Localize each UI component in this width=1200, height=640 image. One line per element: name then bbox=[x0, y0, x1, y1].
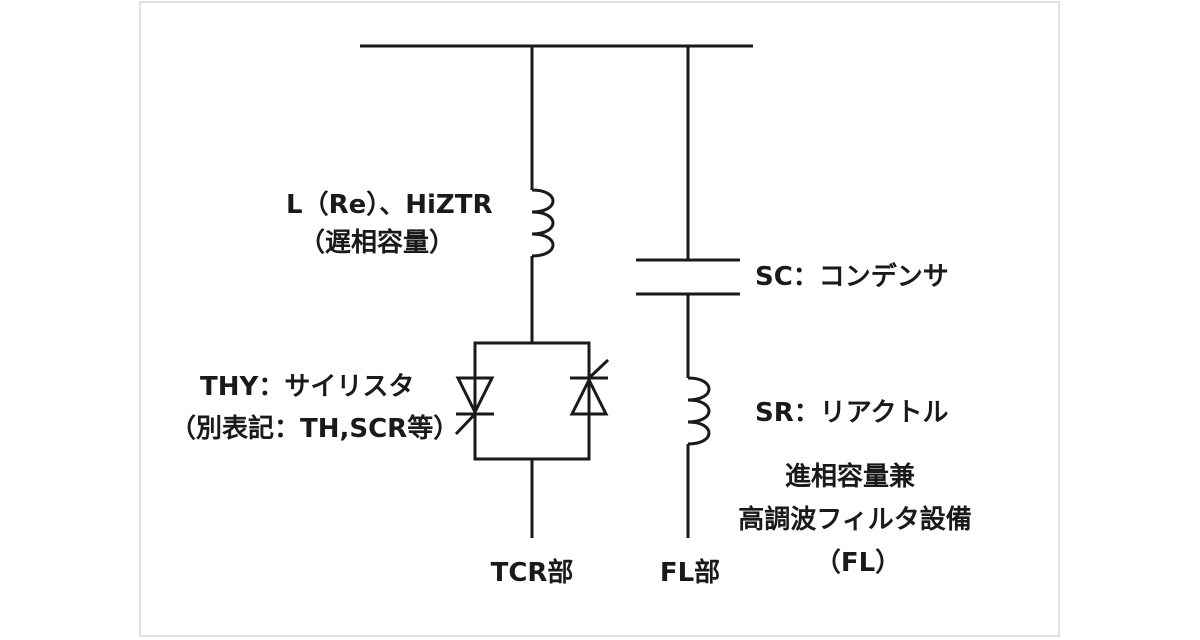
fl-part-label: FL部 bbox=[659, 558, 721, 588]
fl-description-line3: （FL） bbox=[814, 548, 902, 578]
diagram-frame bbox=[139, 1, 1060, 637]
reactor-label-line1: L（Re）、HiZTR bbox=[286, 190, 493, 220]
thyristor-loop bbox=[473, 341, 591, 461]
reactor-label-line2: （遅相容量） bbox=[299, 228, 456, 258]
tcr-reactor-coil bbox=[531, 188, 555, 258]
fl-description-line1: 進相容量兼 bbox=[784, 462, 916, 492]
series-reactor-label: SR：リアクトル bbox=[755, 398, 949, 428]
thyristor-label-line2: （別表記：TH,SCR等） bbox=[170, 414, 460, 444]
thyristor-right-icon bbox=[569, 358, 610, 416]
tcr-part-label: TCR部 bbox=[490, 558, 574, 588]
thyristor-left-icon bbox=[454, 376, 495, 436]
series-reactor-coil bbox=[687, 376, 711, 446]
fl-description-line2: 高調波フィルタ設備 bbox=[738, 505, 972, 535]
capacitor-label: SC：コンデンサ bbox=[755, 262, 949, 292]
thyristor-label-line1: THY：サイリスタ bbox=[200, 372, 415, 402]
